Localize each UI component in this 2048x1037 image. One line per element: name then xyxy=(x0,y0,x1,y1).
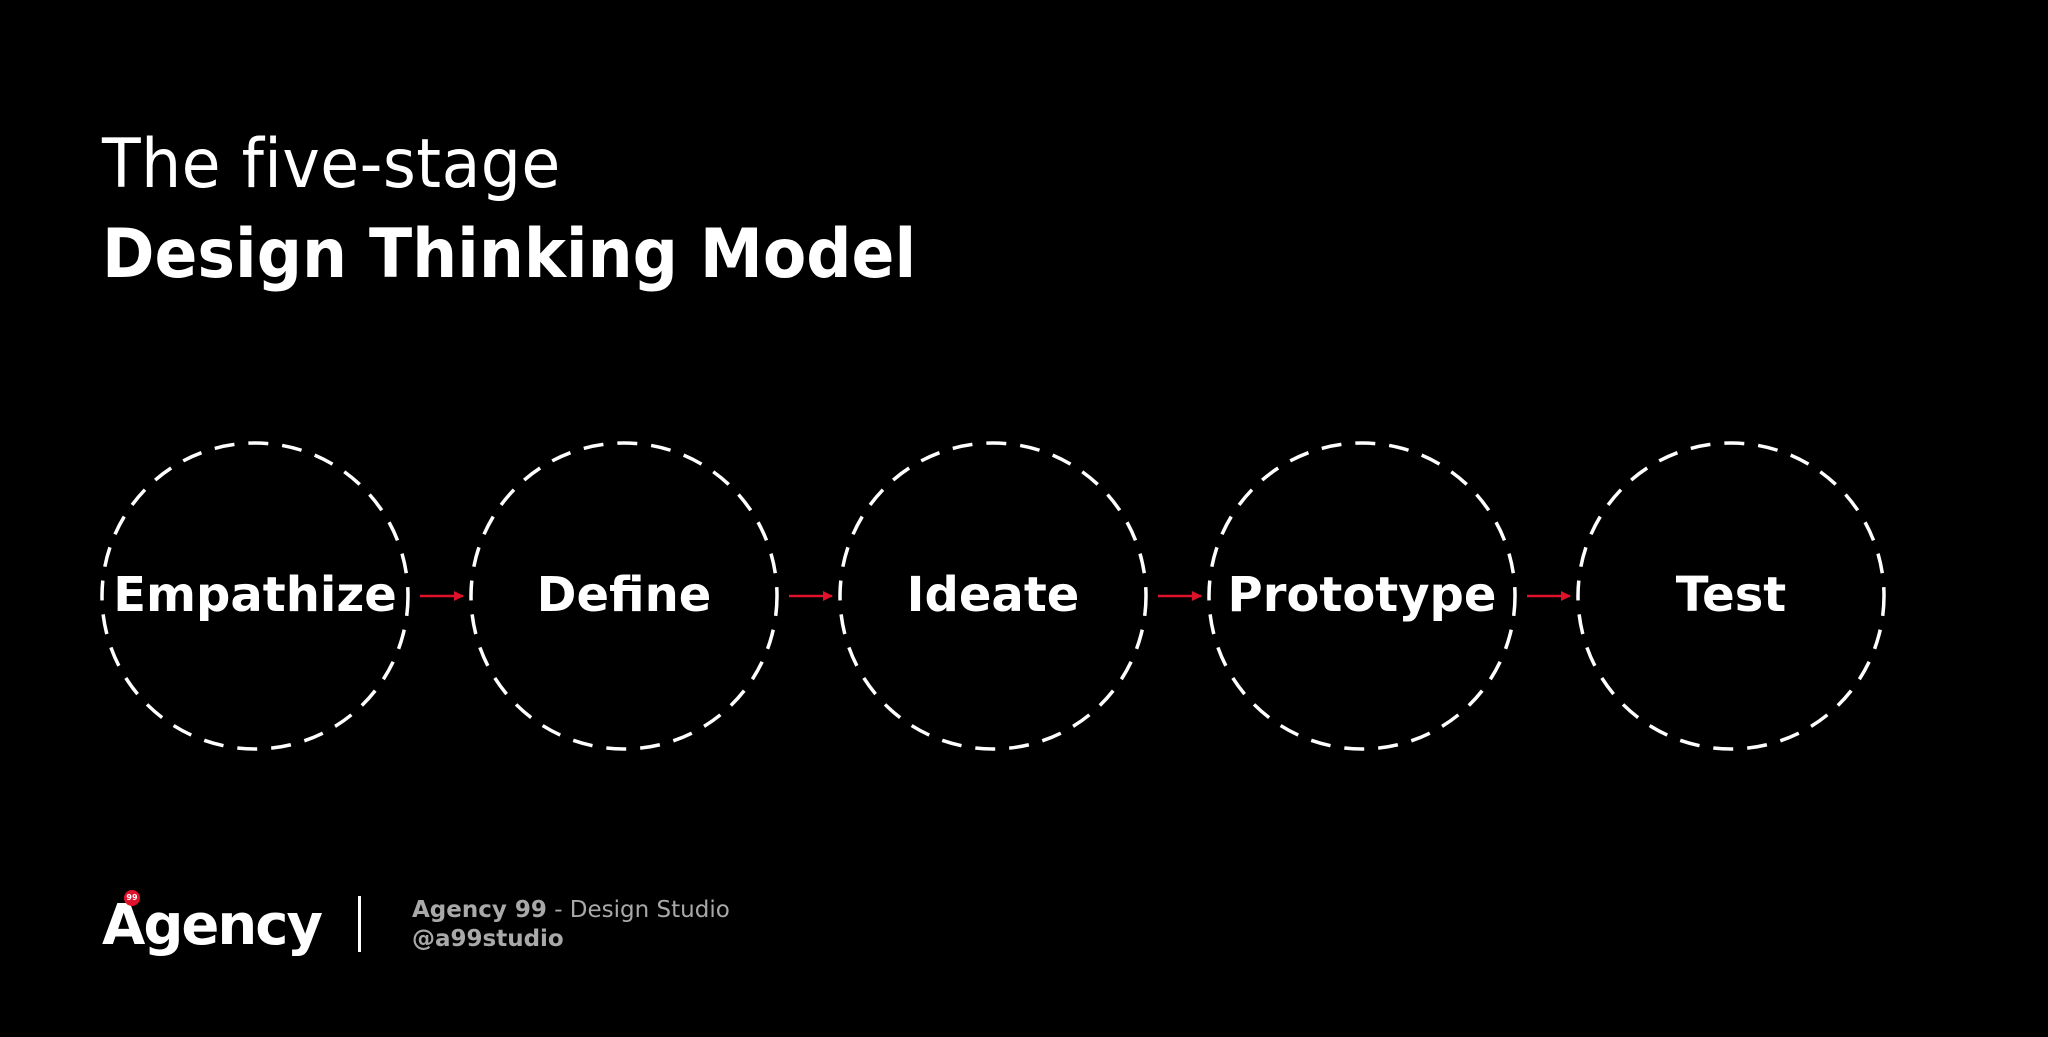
stage-circle-empathize xyxy=(100,441,410,751)
stage-label-empathize: Empathize xyxy=(113,567,397,623)
studio-suffix: - Design Studio xyxy=(546,897,730,923)
logo-badge: 99 xyxy=(124,890,140,906)
footer-info: Agency 99 - Design Studio @a99studio xyxy=(412,896,730,954)
stage-label-ideate: Ideate xyxy=(906,567,1080,623)
stage-label-prototype: Prototype xyxy=(1227,567,1497,623)
stage-circle-test xyxy=(1576,441,1886,751)
agency-logo: Agency 99 xyxy=(102,888,323,958)
logo-wordmark: Agency xyxy=(102,893,323,958)
stage-label-test: Test xyxy=(1675,567,1787,623)
footer-divider xyxy=(358,896,361,952)
title-block: The five-stage Design Thinking Model xyxy=(102,120,977,300)
title-line-2: Design Thinking Model xyxy=(102,215,917,294)
stage-circle-prototype xyxy=(1207,441,1517,751)
studio-name: Agency 99 xyxy=(412,897,547,923)
stage-circle-ideate xyxy=(838,441,1148,751)
stage-label-define: Define xyxy=(536,567,712,623)
title-line-1: The five-stage xyxy=(102,125,561,204)
stage-circle-define xyxy=(469,441,779,751)
studio-handle: @a99studio xyxy=(412,926,564,952)
